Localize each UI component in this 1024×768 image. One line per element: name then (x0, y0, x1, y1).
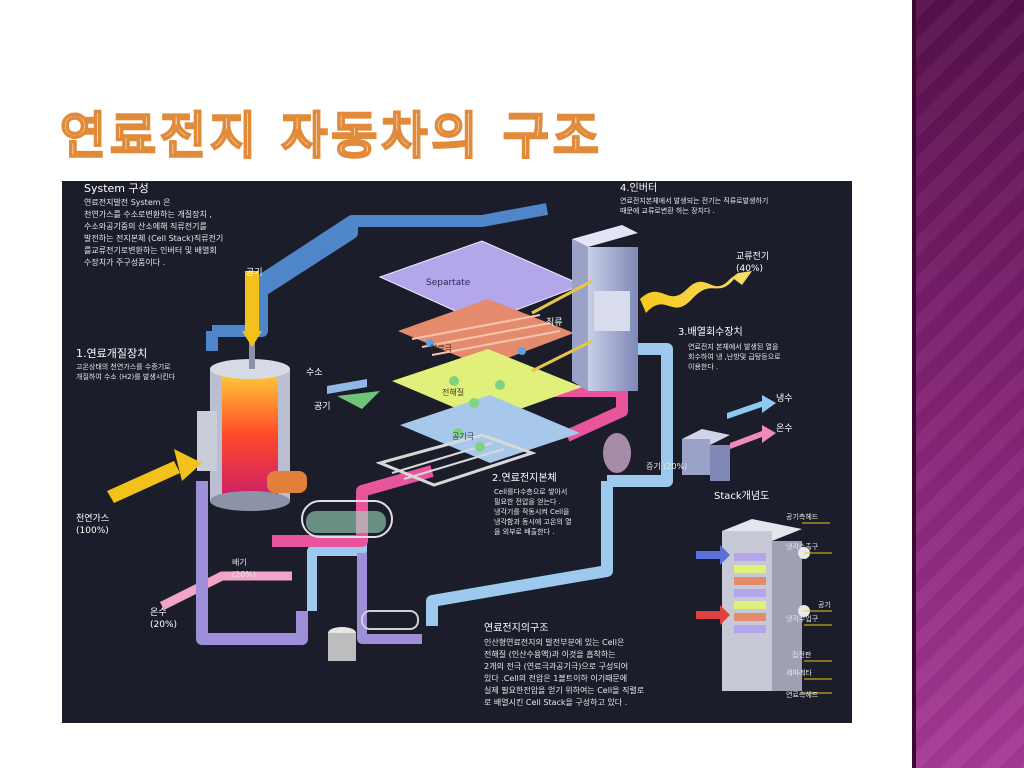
cell-body-line: Cell를다수층으로 쌓아서 (494, 487, 567, 496)
label-air-mid: 공기 (314, 401, 331, 412)
inverter-tower (531, 225, 638, 391)
heat-recovery-line: 연료전지 본체에서 발생된 열을 (688, 342, 779, 351)
system-line: 수장치가 주구성품이다 . (84, 257, 165, 267)
label-steam: 증기 (20%) (646, 462, 687, 471)
label-dc: 직류 (546, 317, 563, 328)
label-stack-title: Stack개념도 (714, 490, 769, 502)
cell-structure-heading: 연료전지의구조 (484, 622, 548, 634)
inverter-line: 때문에 교류로변환 하는 장치다 . (620, 206, 715, 215)
cell-structure-text: 연료전지의구조 인산형연료전지의 발전부분에 있는 Cell은 전해질 (인산수… (484, 622, 644, 707)
cooling-pipe-right (607, 343, 673, 487)
slide-title: 연료전지 자동차의 구조 (59, 106, 603, 166)
label-stack-air: 공기 (818, 600, 831, 609)
cell-body-line: 냉각기를 작동시켜 Cell을 (494, 507, 570, 516)
ac-output-arrow (640, 271, 752, 313)
heat-recovery-heading: 3.배열회수장치 (678, 326, 743, 338)
cell-body-heading: 2.연료전지본체 (492, 472, 557, 484)
label-air-top: 공기 (246, 267, 263, 278)
heat-recovery-line: 회수하여 냉 ,난방및 급탕등으로 (688, 352, 781, 361)
label-ac-pct: (40%) (736, 264, 763, 274)
label-stack-collector: 집전판 (792, 650, 812, 659)
cell-structure-line: 있다 .Cell의 전압은 1볼트이하 이기때문에 (484, 673, 627, 683)
cell-stack (375, 240, 584, 487)
system-line: 연료전지발전 System 은 (84, 197, 170, 207)
feed-arrows (327, 379, 380, 409)
reformer-text: 1.연료개질장치 고온상태의 천연가스를 수증기로 개질하여 수소 (H2)를 … (76, 347, 176, 381)
reformer-line: 개질하여 수소 (H2)를 발생시킨다 (76, 372, 176, 381)
label-hydrogen: 수소 (306, 367, 323, 378)
label-ac: 교류전기 (736, 251, 769, 262)
cell-structure-line: 인산형연료전지의 발전부분에 있는 Cell은 (484, 637, 624, 647)
cell-structure-line: 전해질 (인산수용액)과 이것을 흡착하는 (484, 649, 616, 659)
label-stack-cooling-in: 냉각수입구 (786, 614, 819, 623)
purple-pipe-right (357, 553, 422, 644)
inverter-heading: 4.인버터 (620, 182, 657, 194)
label-cold-water: 냉수 (776, 393, 793, 404)
pink-pipe-lower (159, 571, 292, 611)
heat-recovery-unit (603, 395, 776, 481)
system-line: 발전하는 전지본체 (Cell Stack)직류전기 (84, 233, 223, 243)
cell-structure-line: 로 배열시킨 Cell Stack을 구성하고 있다 . (484, 697, 627, 707)
label-natural-gas: 천연가스 (76, 513, 109, 524)
cell-structure-line: 2개의 전극 (연료극과공기극)으로 구성되어 (484, 661, 628, 671)
reformer-heading: 1.연료개질장치 (76, 347, 147, 360)
label-natural-gas-pct: (100%) (76, 526, 109, 536)
fuel-cell-diagram: System 구성 연료전지발전 System 은 천연가스를 수소로변환하는 … (76, 182, 832, 707)
sidebar-decoration (912, 0, 1024, 768)
label-fuel-electrode: 연료극 (430, 344, 452, 353)
label-stack-fuel-header: 연료측헤드 (786, 690, 819, 699)
reformer-line: 고온상태의 천연가스를 수증기로 (76, 362, 171, 371)
label-hot-water-left-pct: (20%) (150, 620, 177, 630)
label-hot-water-right: 온수 (776, 423, 793, 434)
system-text: System 구성 연료전지발전 System 은 천연가스를 수소로변환하는 … (84, 182, 223, 267)
heat-recovery-text: 3.배열회수장치 연료전지 본체에서 발생된 열을 회수하여 냉 ,난방및 급탕… (678, 326, 781, 371)
cell-body-line: 을 외부로 배출한다 . (494, 527, 554, 536)
system-line: 를교류전기로변환하는 인버터 및 배열회 (84, 245, 217, 255)
system-heading: System 구성 (84, 182, 149, 195)
diagram-labels: 공기 수소 공기 Separtate 연료극 전해질 공기극 직류 교류전기 (… (76, 251, 831, 699)
label-electrolyte: 전해질 (442, 387, 464, 397)
label-stack-cooling-pipe: 냉각수출구 (786, 542, 819, 551)
pipes (159, 203, 673, 645)
purple-pipe (196, 481, 308, 645)
tank-units (301, 500, 419, 661)
inverter-text: 4.인버터 연료전지본체에서 발생되는 전기는 직류로발생하기 때문에 교류로변… (620, 182, 768, 215)
hydrogen-return-pipe (244, 203, 549, 295)
reformer-unit (197, 271, 307, 511)
label-air-electrode: 공기극 (452, 432, 474, 441)
inverter-line: 연료전지본체에서 발생되는 전기는 직류로발생하기 (620, 196, 768, 205)
heat-recovery-line: 이용한다 . (688, 362, 718, 371)
cell-structure-line: 실제 필요한전압을 얻기 위하여는 Cell을 직렬로 (484, 685, 644, 695)
stack-concept-diagram (696, 519, 832, 694)
cell-body-text: 2.연료전지본체 Cell를다수층으로 쌓아서 필요한 전압을 얻는다 . 냉각… (492, 472, 572, 536)
cell-body-line: 냉각함과 동시에 고온의 열 (494, 517, 572, 526)
label-separator: Separtate (426, 278, 471, 288)
cooling-pipe-loop (426, 481, 613, 626)
label-hot-water-left: 온수 (150, 607, 167, 618)
system-line: 천연가스를 수소로변환하는 개질장치 , (84, 209, 212, 219)
natural-gas-arrow (107, 449, 202, 503)
diagram-panel: System 구성 연료전지발전 System 은 천연가스를 수소로변환하는 … (62, 181, 852, 723)
label-stack-separator: 세파레타 (786, 668, 812, 677)
label-stack-air-header: 공기측헤드 (786, 512, 819, 521)
label-exhaust-pct: (20%) (232, 570, 256, 579)
label-exhaust: 배기 (232, 558, 247, 567)
system-line: 수소와공기중의 산소에해 직류전기를 (84, 221, 207, 231)
pink-pipe-upper (542, 385, 628, 442)
cell-body-line: 필요한 전압을 얻는다 . (494, 497, 561, 506)
